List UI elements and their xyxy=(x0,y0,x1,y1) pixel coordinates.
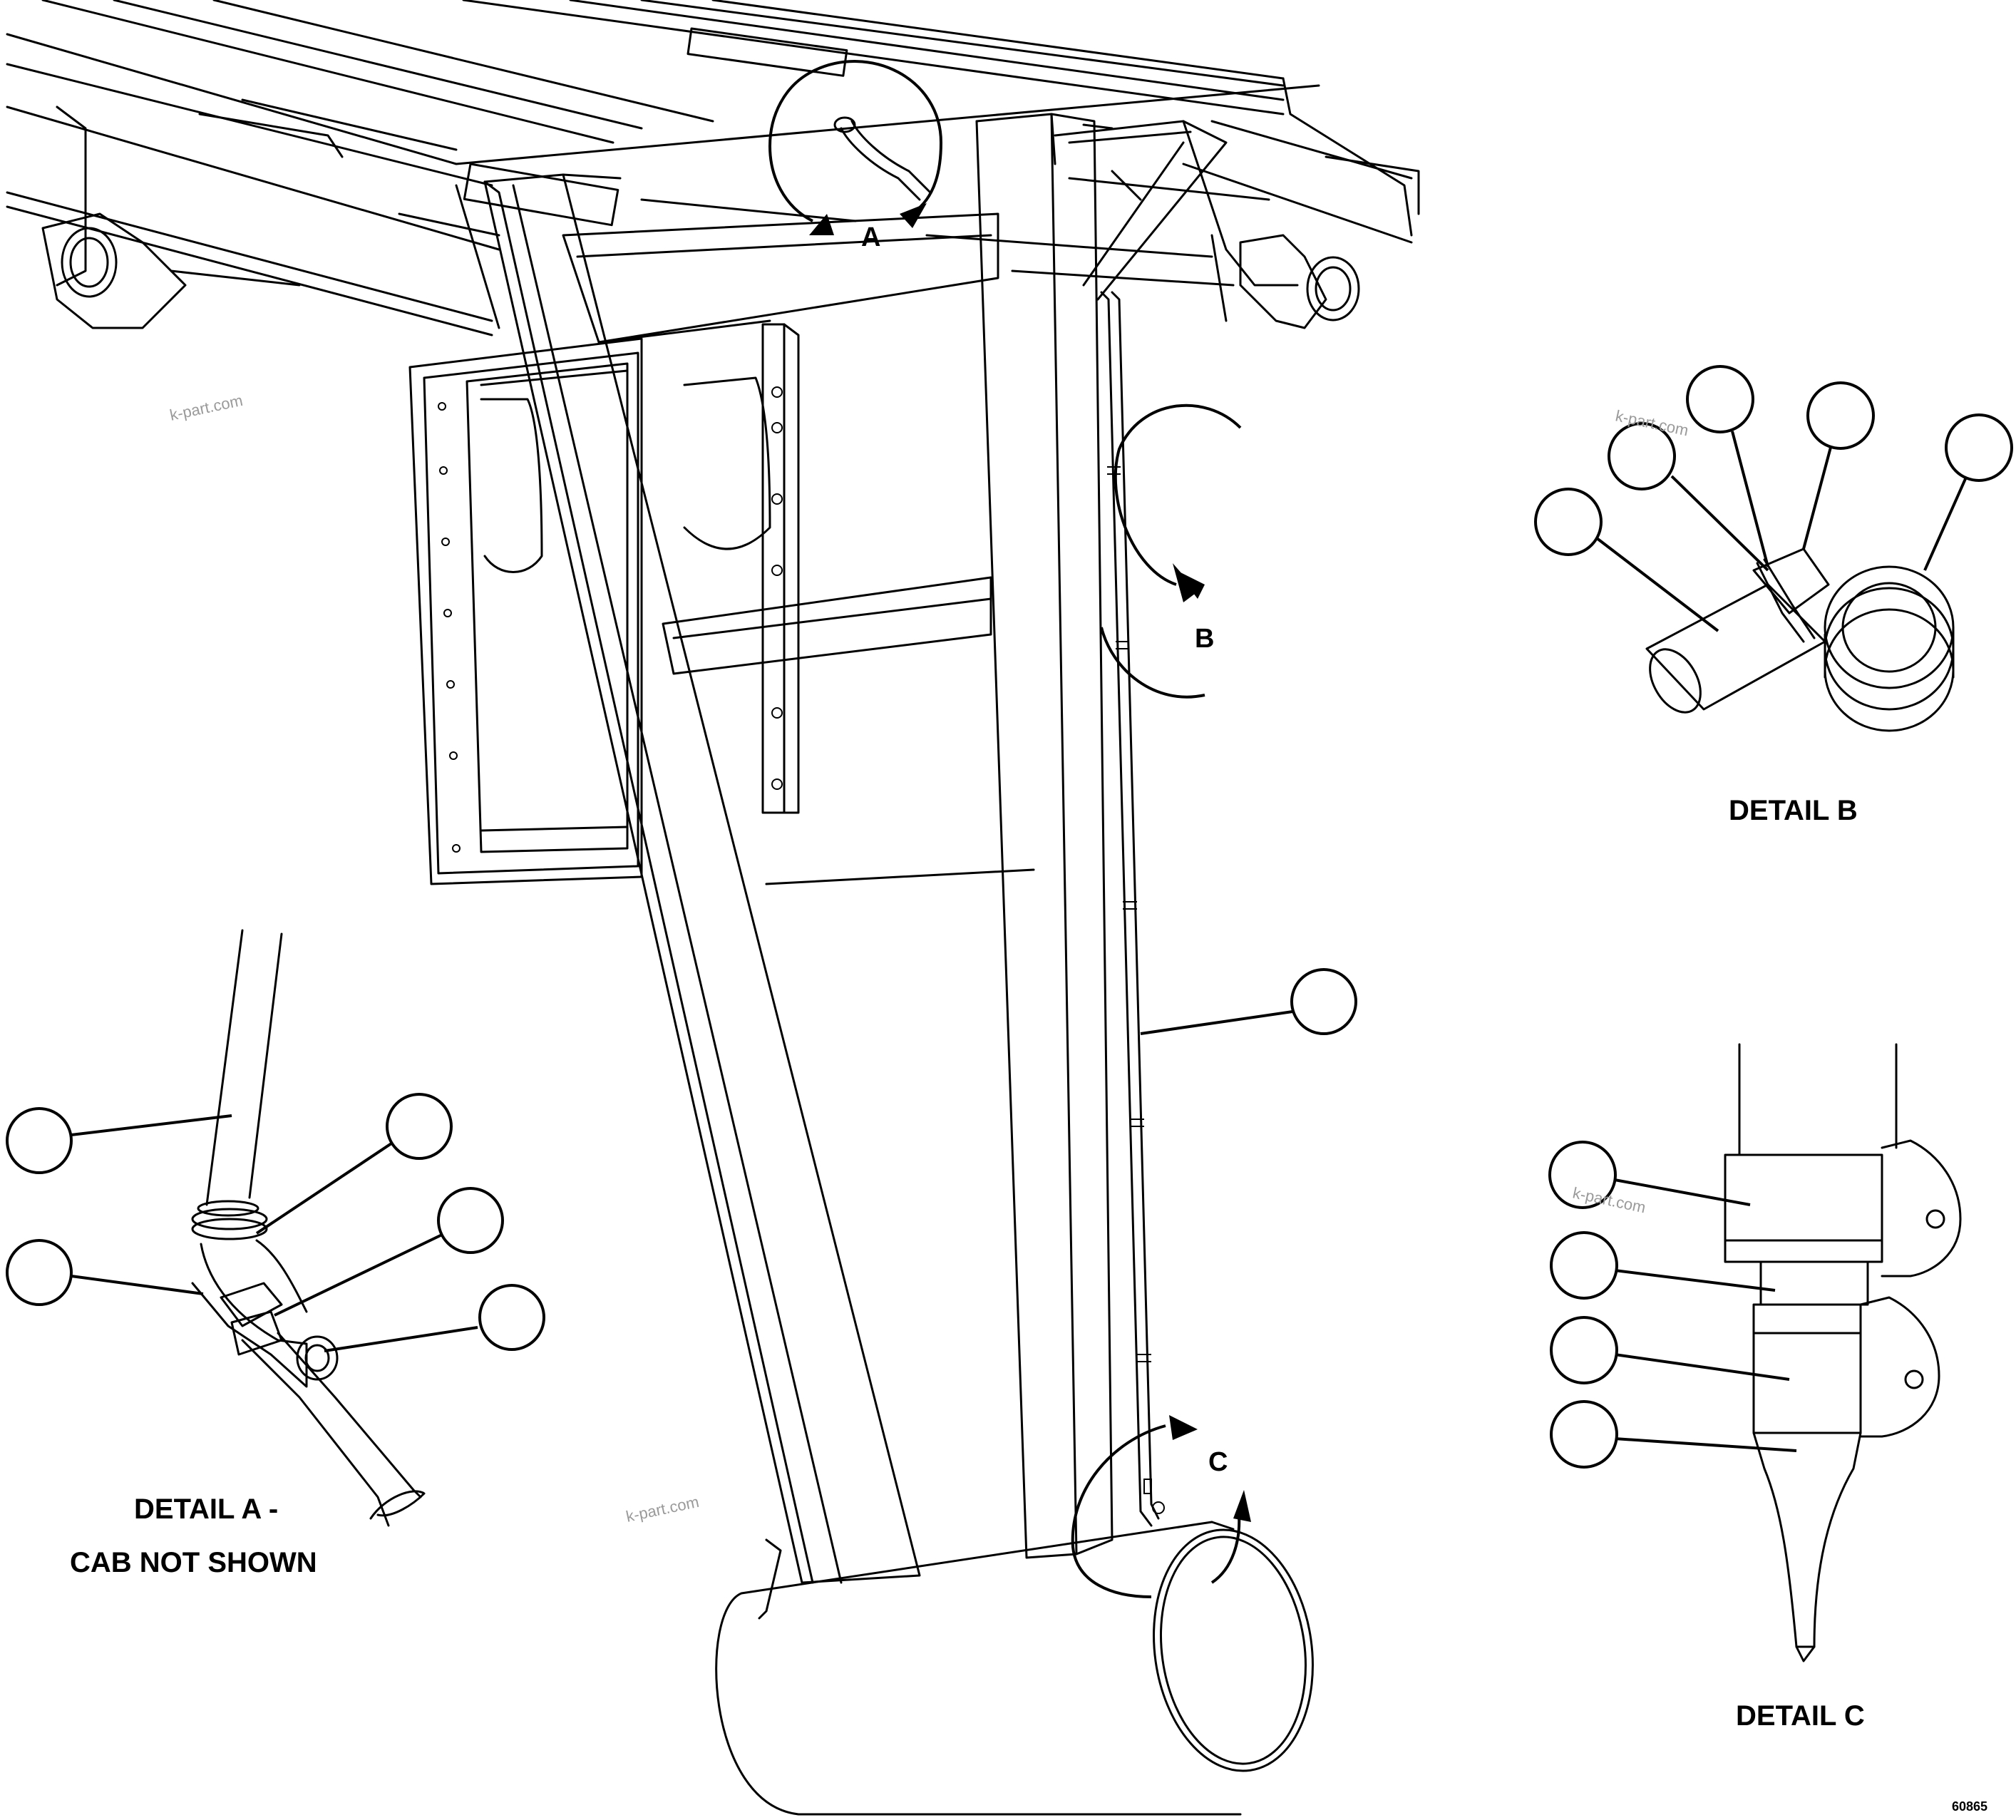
detail-b-marker: B xyxy=(1195,624,1214,654)
base-tube xyxy=(715,1521,1314,1816)
detail-c-view: DETAIL C xyxy=(1548,1043,1962,1732)
middle-crossbar xyxy=(662,576,992,675)
detail-a-circle: A xyxy=(768,60,943,252)
callout-main-hose xyxy=(1140,968,1357,1035)
top-crossbar xyxy=(562,212,999,344)
detail-c-caption: DETAIL C xyxy=(1736,1700,1865,1732)
detail-b-view: DETAIL B xyxy=(1534,365,2013,826)
slanted-post xyxy=(483,173,921,1584)
left-lamp xyxy=(41,212,187,329)
detail-a-caption-1: DETAIL A - xyxy=(134,1493,278,1525)
detail-a-view: DETAIL A - CAB NOT SHOWN xyxy=(6,929,545,1578)
detail-c-marker: C xyxy=(1208,1447,1228,1477)
washer-hose xyxy=(1100,291,1165,1527)
detail-b-circle: B xyxy=(1100,403,1242,699)
upper-panel-edge xyxy=(597,319,771,344)
detail-a-caption-2: CAB NOT SHOWN xyxy=(70,1547,317,1578)
right-lamp xyxy=(1239,234,1360,329)
right-gusset xyxy=(1054,120,1228,301)
detail-a-marker: A xyxy=(861,222,880,252)
inner-post xyxy=(975,113,1114,1559)
cab-frame xyxy=(408,323,800,885)
lower-panel-edge xyxy=(765,868,1035,885)
drawing-number: 60865 xyxy=(1952,1799,1987,1814)
detail-c-circle: C xyxy=(1071,1415,1251,1598)
watermark-4: k-part.com xyxy=(624,1493,701,1526)
roof-frame xyxy=(6,0,1420,336)
watermark-1: k-part.com xyxy=(168,391,245,424)
detail-b-caption: DETAIL B xyxy=(1729,795,1858,826)
